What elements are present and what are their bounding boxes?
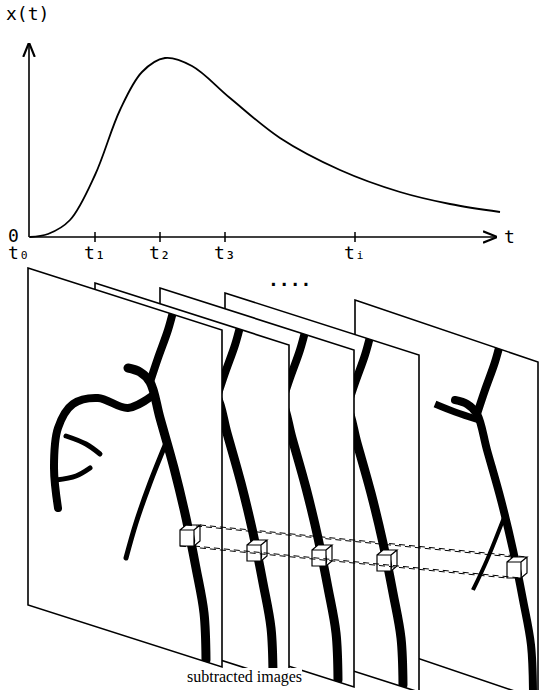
voxel xyxy=(377,550,397,571)
subtracted-image xyxy=(28,268,222,667)
concentration-curve xyxy=(30,58,500,237)
time-label: t₃ xyxy=(214,243,236,263)
voxel xyxy=(180,525,200,546)
voxel-track-line xyxy=(200,525,527,557)
voxel xyxy=(312,545,332,566)
voxel-track-line xyxy=(186,525,513,557)
voxel-track xyxy=(180,525,527,578)
curve-line xyxy=(30,58,500,237)
voxel xyxy=(507,557,527,578)
time-axes xyxy=(29,44,496,242)
voxel-track-line xyxy=(194,546,521,578)
axis-label: t xyxy=(504,227,515,247)
image-stack xyxy=(28,268,538,690)
time-label: t₂ xyxy=(149,243,171,263)
axis-label: x(t) xyxy=(6,4,49,24)
vessel xyxy=(54,308,206,660)
time-label: t₀ xyxy=(8,243,30,263)
caption: subtracted images xyxy=(187,668,302,686)
ellipsis: .... xyxy=(268,270,311,290)
time-label: tᵢ xyxy=(344,243,366,263)
time-label: t₁ xyxy=(84,243,106,263)
vessel xyxy=(435,340,533,690)
voxel xyxy=(247,540,267,561)
voxel-track-line xyxy=(180,546,507,578)
